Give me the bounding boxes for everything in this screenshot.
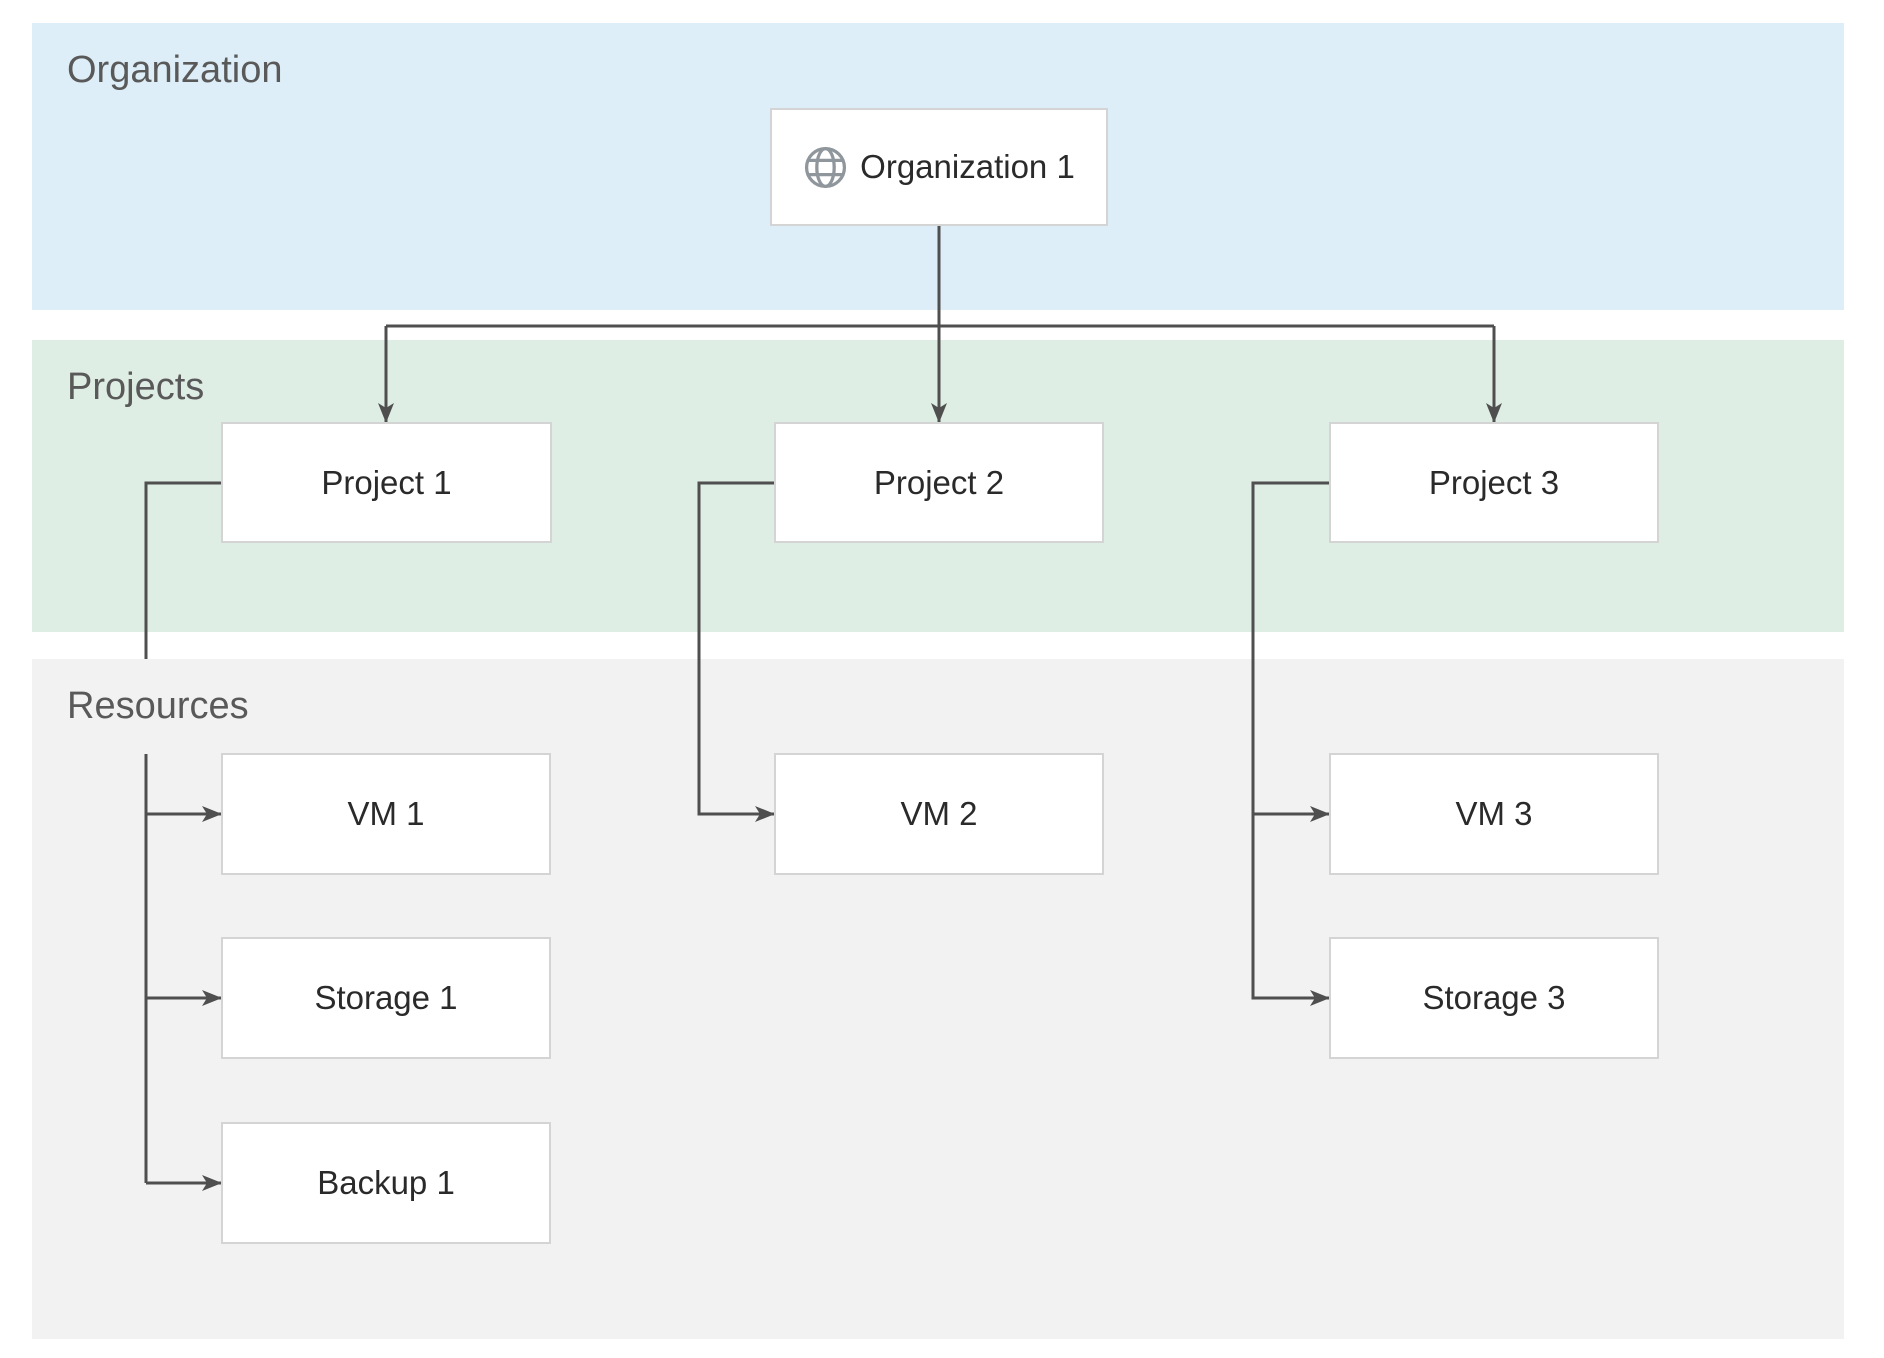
lane-label-resources: Resources (67, 685, 249, 727)
node-label-project-2: Project 2 (873, 463, 1005, 501)
node-label-backup-1: Backup 1 (317, 1164, 455, 1201)
node-label-storage-3: Storage 3 (1422, 979, 1566, 1016)
node-label-vm-2: VM 2 (900, 795, 978, 832)
node-organization-1: Organization 1 (770, 108, 1108, 226)
node-project-3: Project 3 (1329, 422, 1659, 543)
node-label-organization-1: Organization 1 (860, 148, 1075, 185)
node-project-1: Project 1 (221, 422, 552, 543)
node-vm-2: VM 2 (774, 753, 1104, 875)
node-label-vm-3: VM 3 (1455, 795, 1533, 832)
node-backup-1: Backup 1 (221, 1122, 551, 1244)
globe-icon (805, 146, 847, 188)
lane-label-organization: Organization (67, 49, 283, 91)
node-label-project-1: Project 1 (321, 463, 452, 501)
node-storage-1: Storage 1 (221, 937, 551, 1059)
node-project-2: Project 2 (774, 422, 1104, 543)
node-storage-3: Storage 3 (1329, 937, 1659, 1059)
node-vm-1: VM 1 (221, 753, 551, 875)
node-vm-3: VM 3 (1329, 753, 1659, 875)
lane-label-projects: Projects (67, 366, 205, 408)
node-label-project-3: Project 3 (1428, 463, 1560, 501)
node-label-vm-1: VM 1 (347, 795, 425, 832)
node-label-storage-1: Storage 1 (314, 979, 458, 1016)
